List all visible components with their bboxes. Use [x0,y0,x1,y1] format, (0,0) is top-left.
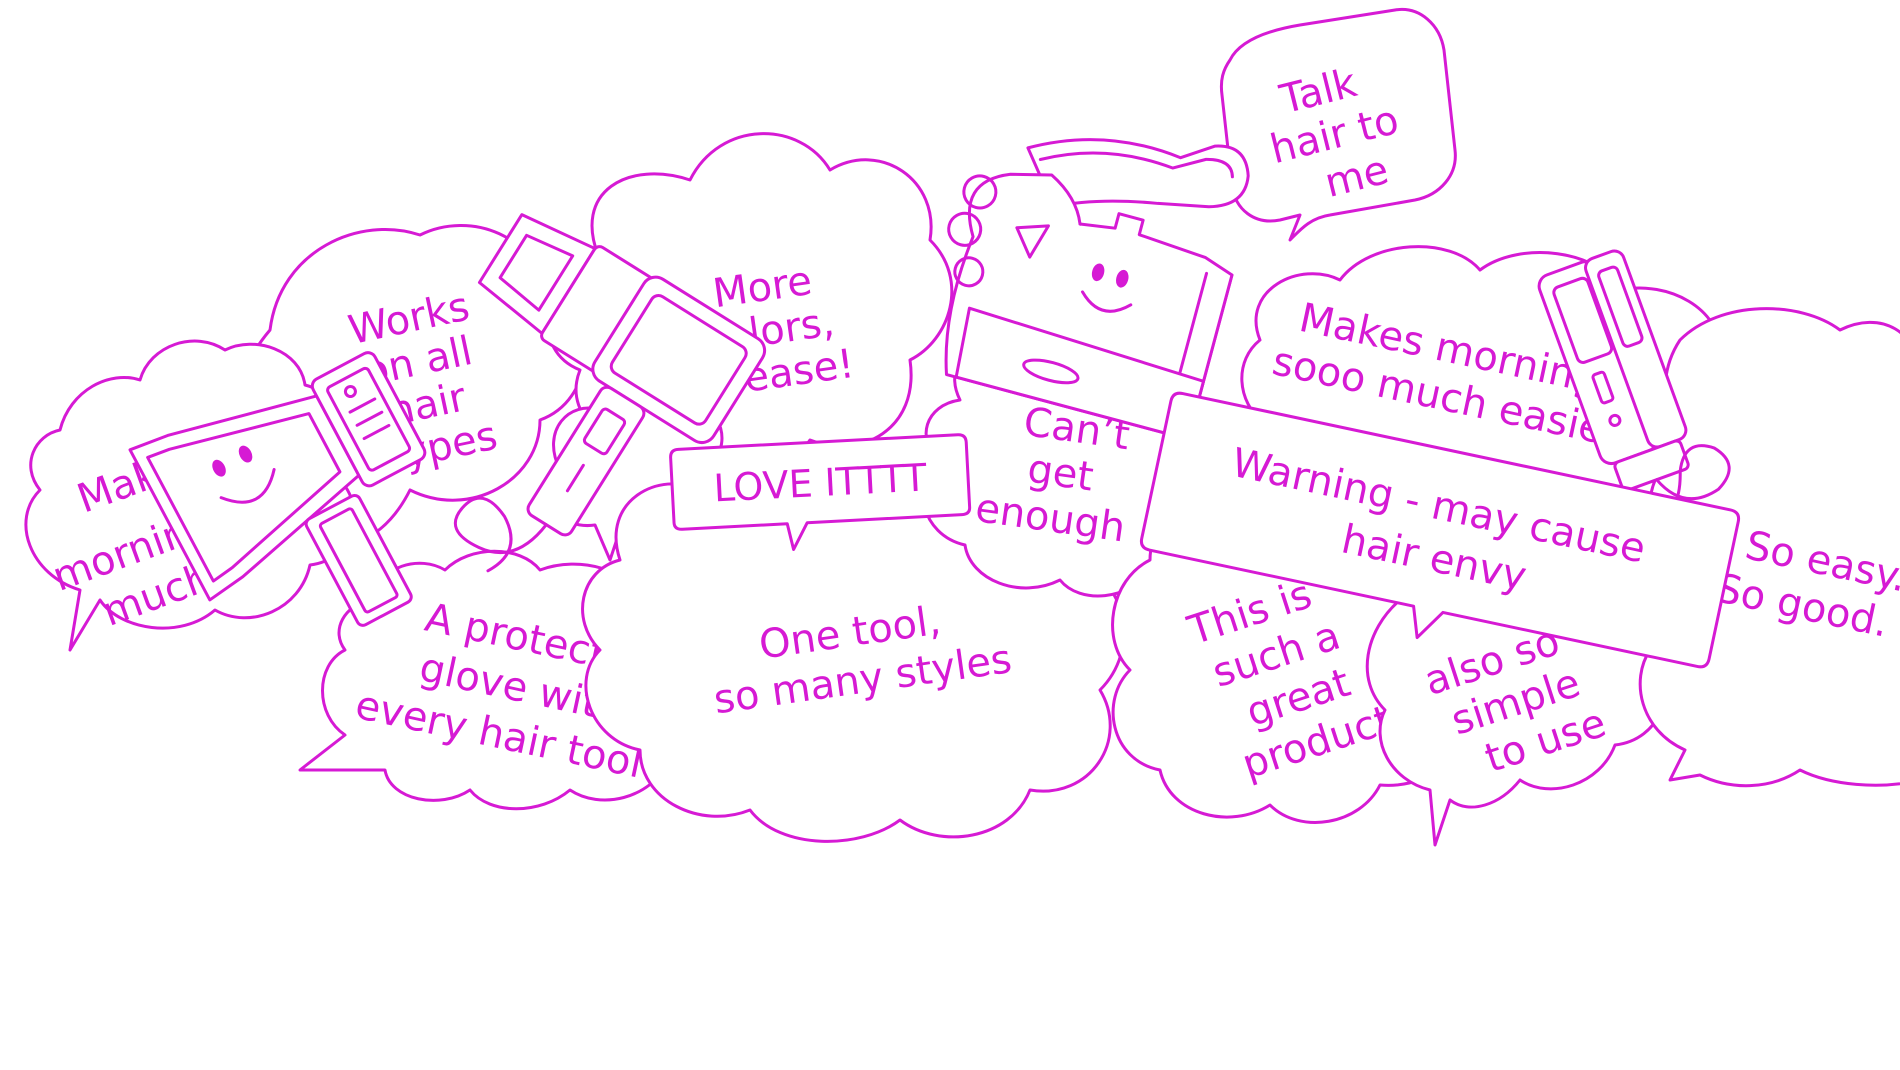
hair-straightener-icon [1537,249,1731,521]
cant-line-2: get [1025,446,1096,501]
bubble-simple-to-use: also so simple to use [1365,537,1668,847]
megaphone-icon [128,351,427,627]
svg-text:Can’t get enough: Can’t get enough [973,394,1145,552]
hair-dryer-icon [453,213,767,573]
bubble-protective-glove: A protective glove with every hair tool? [298,549,718,811]
bubble-talk-hair: Talk hair to me [1219,7,1457,242]
hair-styler-icon [944,138,1250,441]
label-love-it: LOVE ITTTT [669,433,972,551]
label-warning: Warning - may cause hair envy [1139,391,1741,669]
